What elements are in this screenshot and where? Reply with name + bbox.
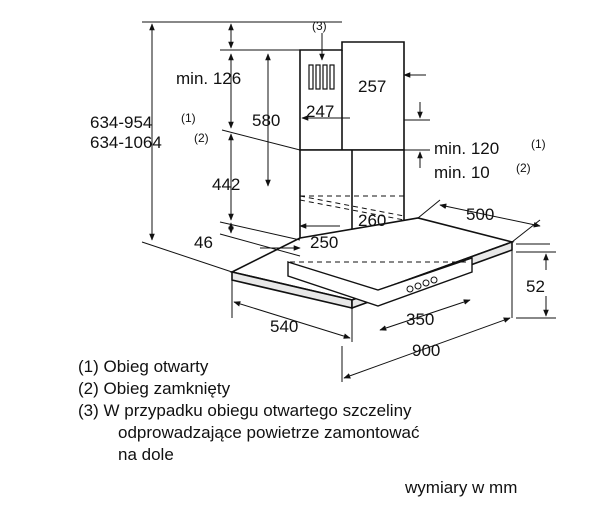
mark-min-120: (1) <box>531 137 546 151</box>
dim-260: 260 <box>358 211 386 230</box>
chimney-upper <box>299 41 405 151</box>
dim-634-1064: 634-1064 <box>90 133 162 152</box>
legend-vent-note-line2: odprowadzające powietrze zamontować <box>118 423 420 442</box>
dim-580: 580 <box>252 111 280 130</box>
dim-46: 46 <box>194 233 213 252</box>
mark-closed-circulation: (2) <box>194 131 209 145</box>
dim-540: 540 <box>270 317 298 336</box>
dim-min-120: min. 120 <box>434 139 499 158</box>
legend-vent-note-line3: na dole <box>118 445 174 464</box>
dim-247: 247 <box>306 102 334 121</box>
legend: (1) Obieg otwarty (2) Obieg zamknięty (3… <box>78 356 419 466</box>
dim-250: 250 <box>310 233 338 252</box>
extension-lines <box>141 21 556 382</box>
mark-vent-note: (3) <box>312 19 327 33</box>
dim-442: 442 <box>212 175 240 194</box>
dim-350: 350 <box>406 310 434 329</box>
dim-257: 257 <box>358 77 386 96</box>
mark-min-10: (2) <box>516 161 531 175</box>
vent-slots <box>308 64 335 90</box>
dimension-lines <box>149 23 549 379</box>
hidden-lines <box>290 195 470 263</box>
dim-900: 900 <box>412 341 440 360</box>
dim-52: 52 <box>526 277 545 296</box>
units-note: wymiary w mm <box>405 478 518 497</box>
mark-open-circulation: (1) <box>181 111 196 125</box>
control-panel <box>406 276 438 293</box>
dim-500: 500 <box>466 205 494 224</box>
dim-634-954: 634-954 <box>90 113 152 132</box>
dim-min-126: min. 126 <box>176 69 241 88</box>
legend-open-circulation: (1) Obieg otwarty <box>78 357 209 376</box>
legend-vent-note: (3) W przypadku obiegu otwartego szczeli… <box>78 401 412 420</box>
dim-min-10: min. 10 <box>434 163 490 182</box>
legend-closed-circulation: (2) Obieg zamknięty <box>78 379 231 398</box>
